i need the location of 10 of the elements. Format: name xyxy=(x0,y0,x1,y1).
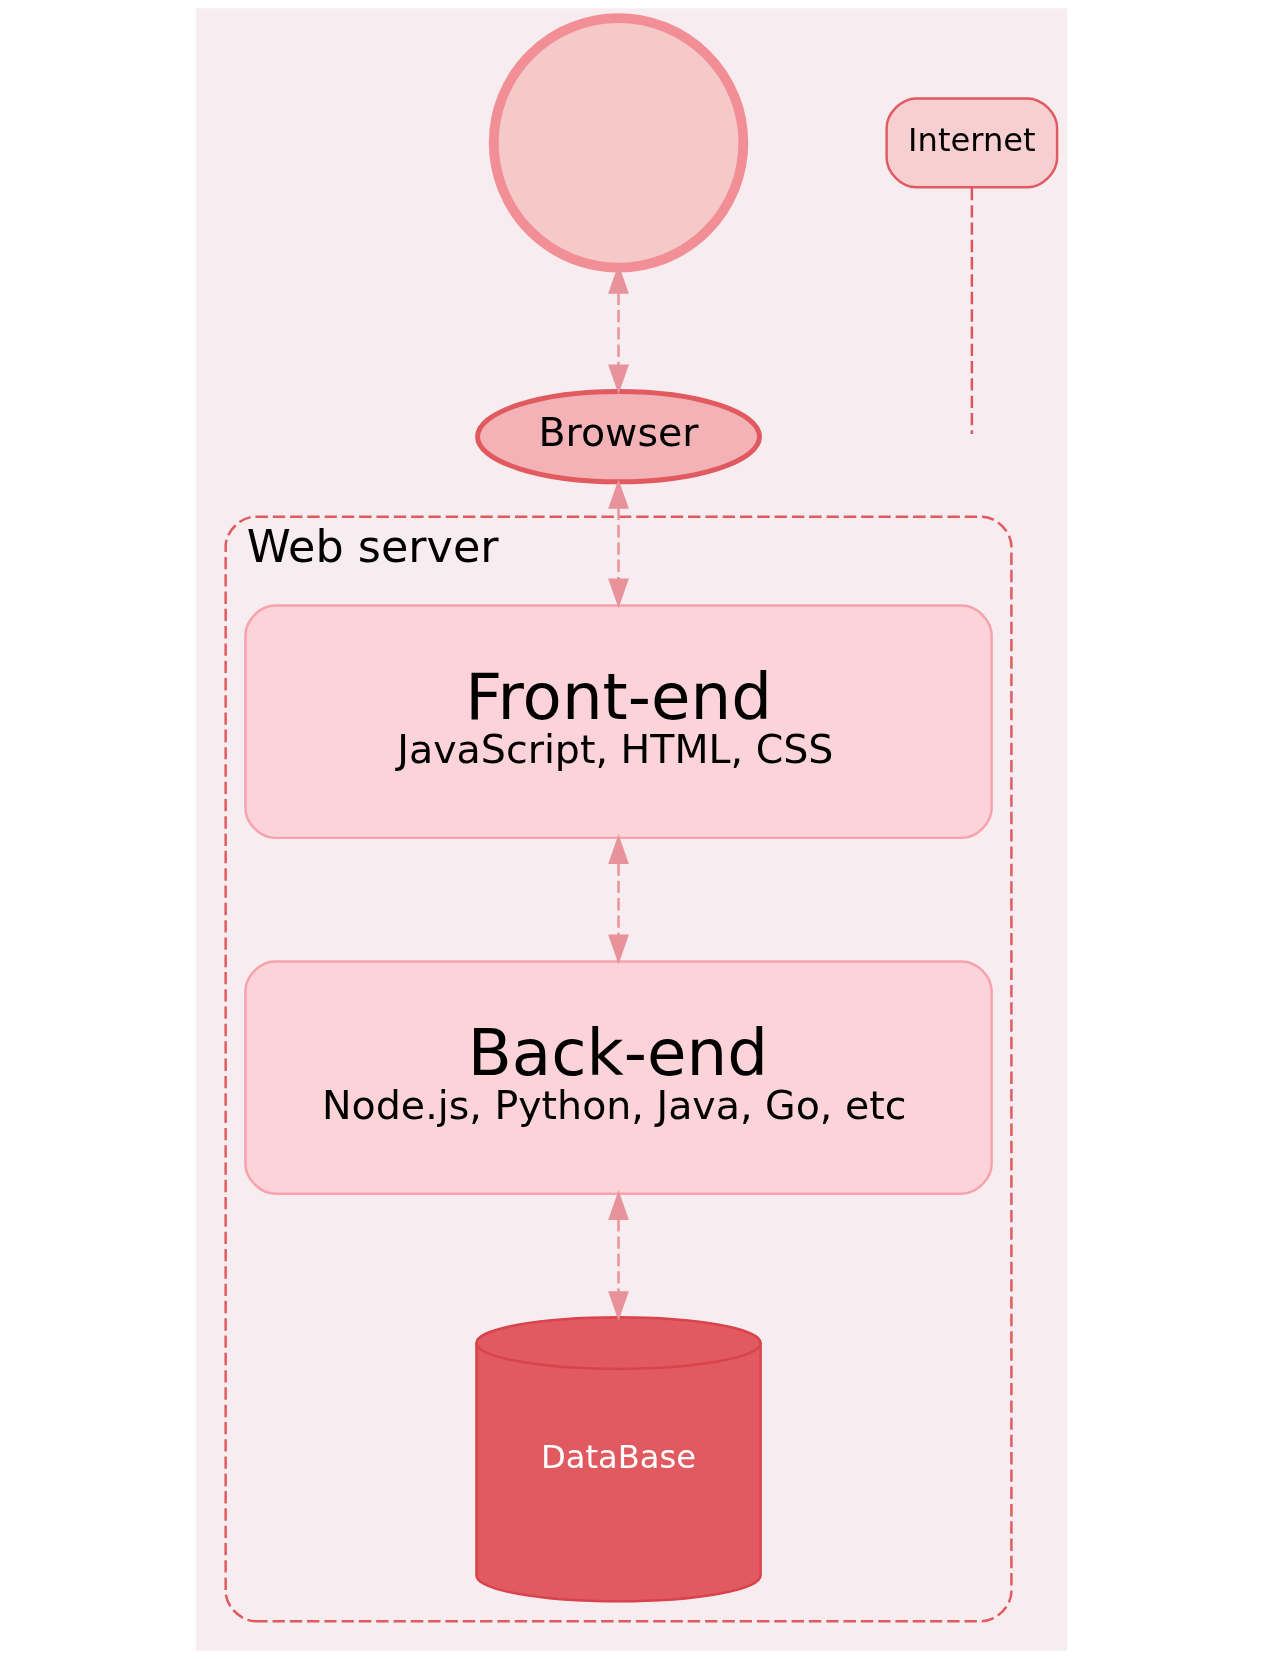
node-box: Back-end Node.js, Python, Java, Go, etc xyxy=(244,960,993,1195)
node-ellipse: Browser xyxy=(475,389,762,485)
connector xyxy=(970,187,974,435)
arrow xyxy=(608,1190,629,1321)
node-box: Front-end JavaScript, HTML, CSS xyxy=(244,604,993,840)
node-box: Internet xyxy=(885,97,1059,189)
node-person xyxy=(488,13,749,273)
arrow xyxy=(608,479,629,609)
arrow xyxy=(608,834,629,965)
arrow xyxy=(608,264,629,395)
